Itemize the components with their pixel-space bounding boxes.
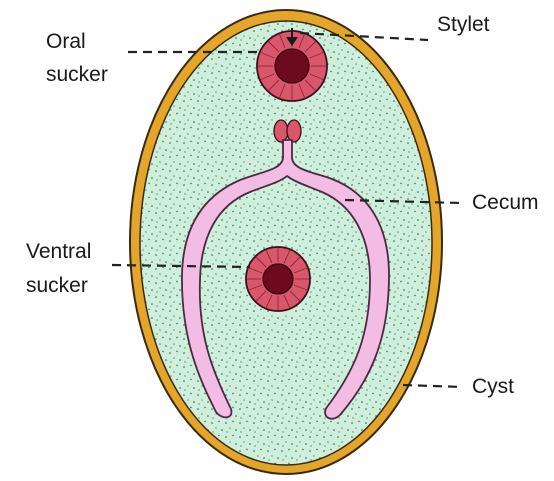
label-cyst: Cyst: [472, 375, 514, 398]
label-oral-sucker-line2: sucker: [46, 63, 108, 86]
label-cecum: Cecum: [472, 191, 539, 214]
ventral-sucker: [246, 247, 310, 311]
label-oral-sucker-line1: Oral: [46, 30, 86, 53]
label-stylet: Stylet: [437, 13, 490, 36]
pharynx-left-lobe: [274, 120, 288, 142]
label-ventral-sucker-line1: Ventral: [26, 240, 91, 263]
pharynx-right-lobe: [287, 120, 301, 142]
label-ventral-sucker-line2: sucker: [26, 274, 88, 297]
cyst-leader: [403, 385, 462, 387]
